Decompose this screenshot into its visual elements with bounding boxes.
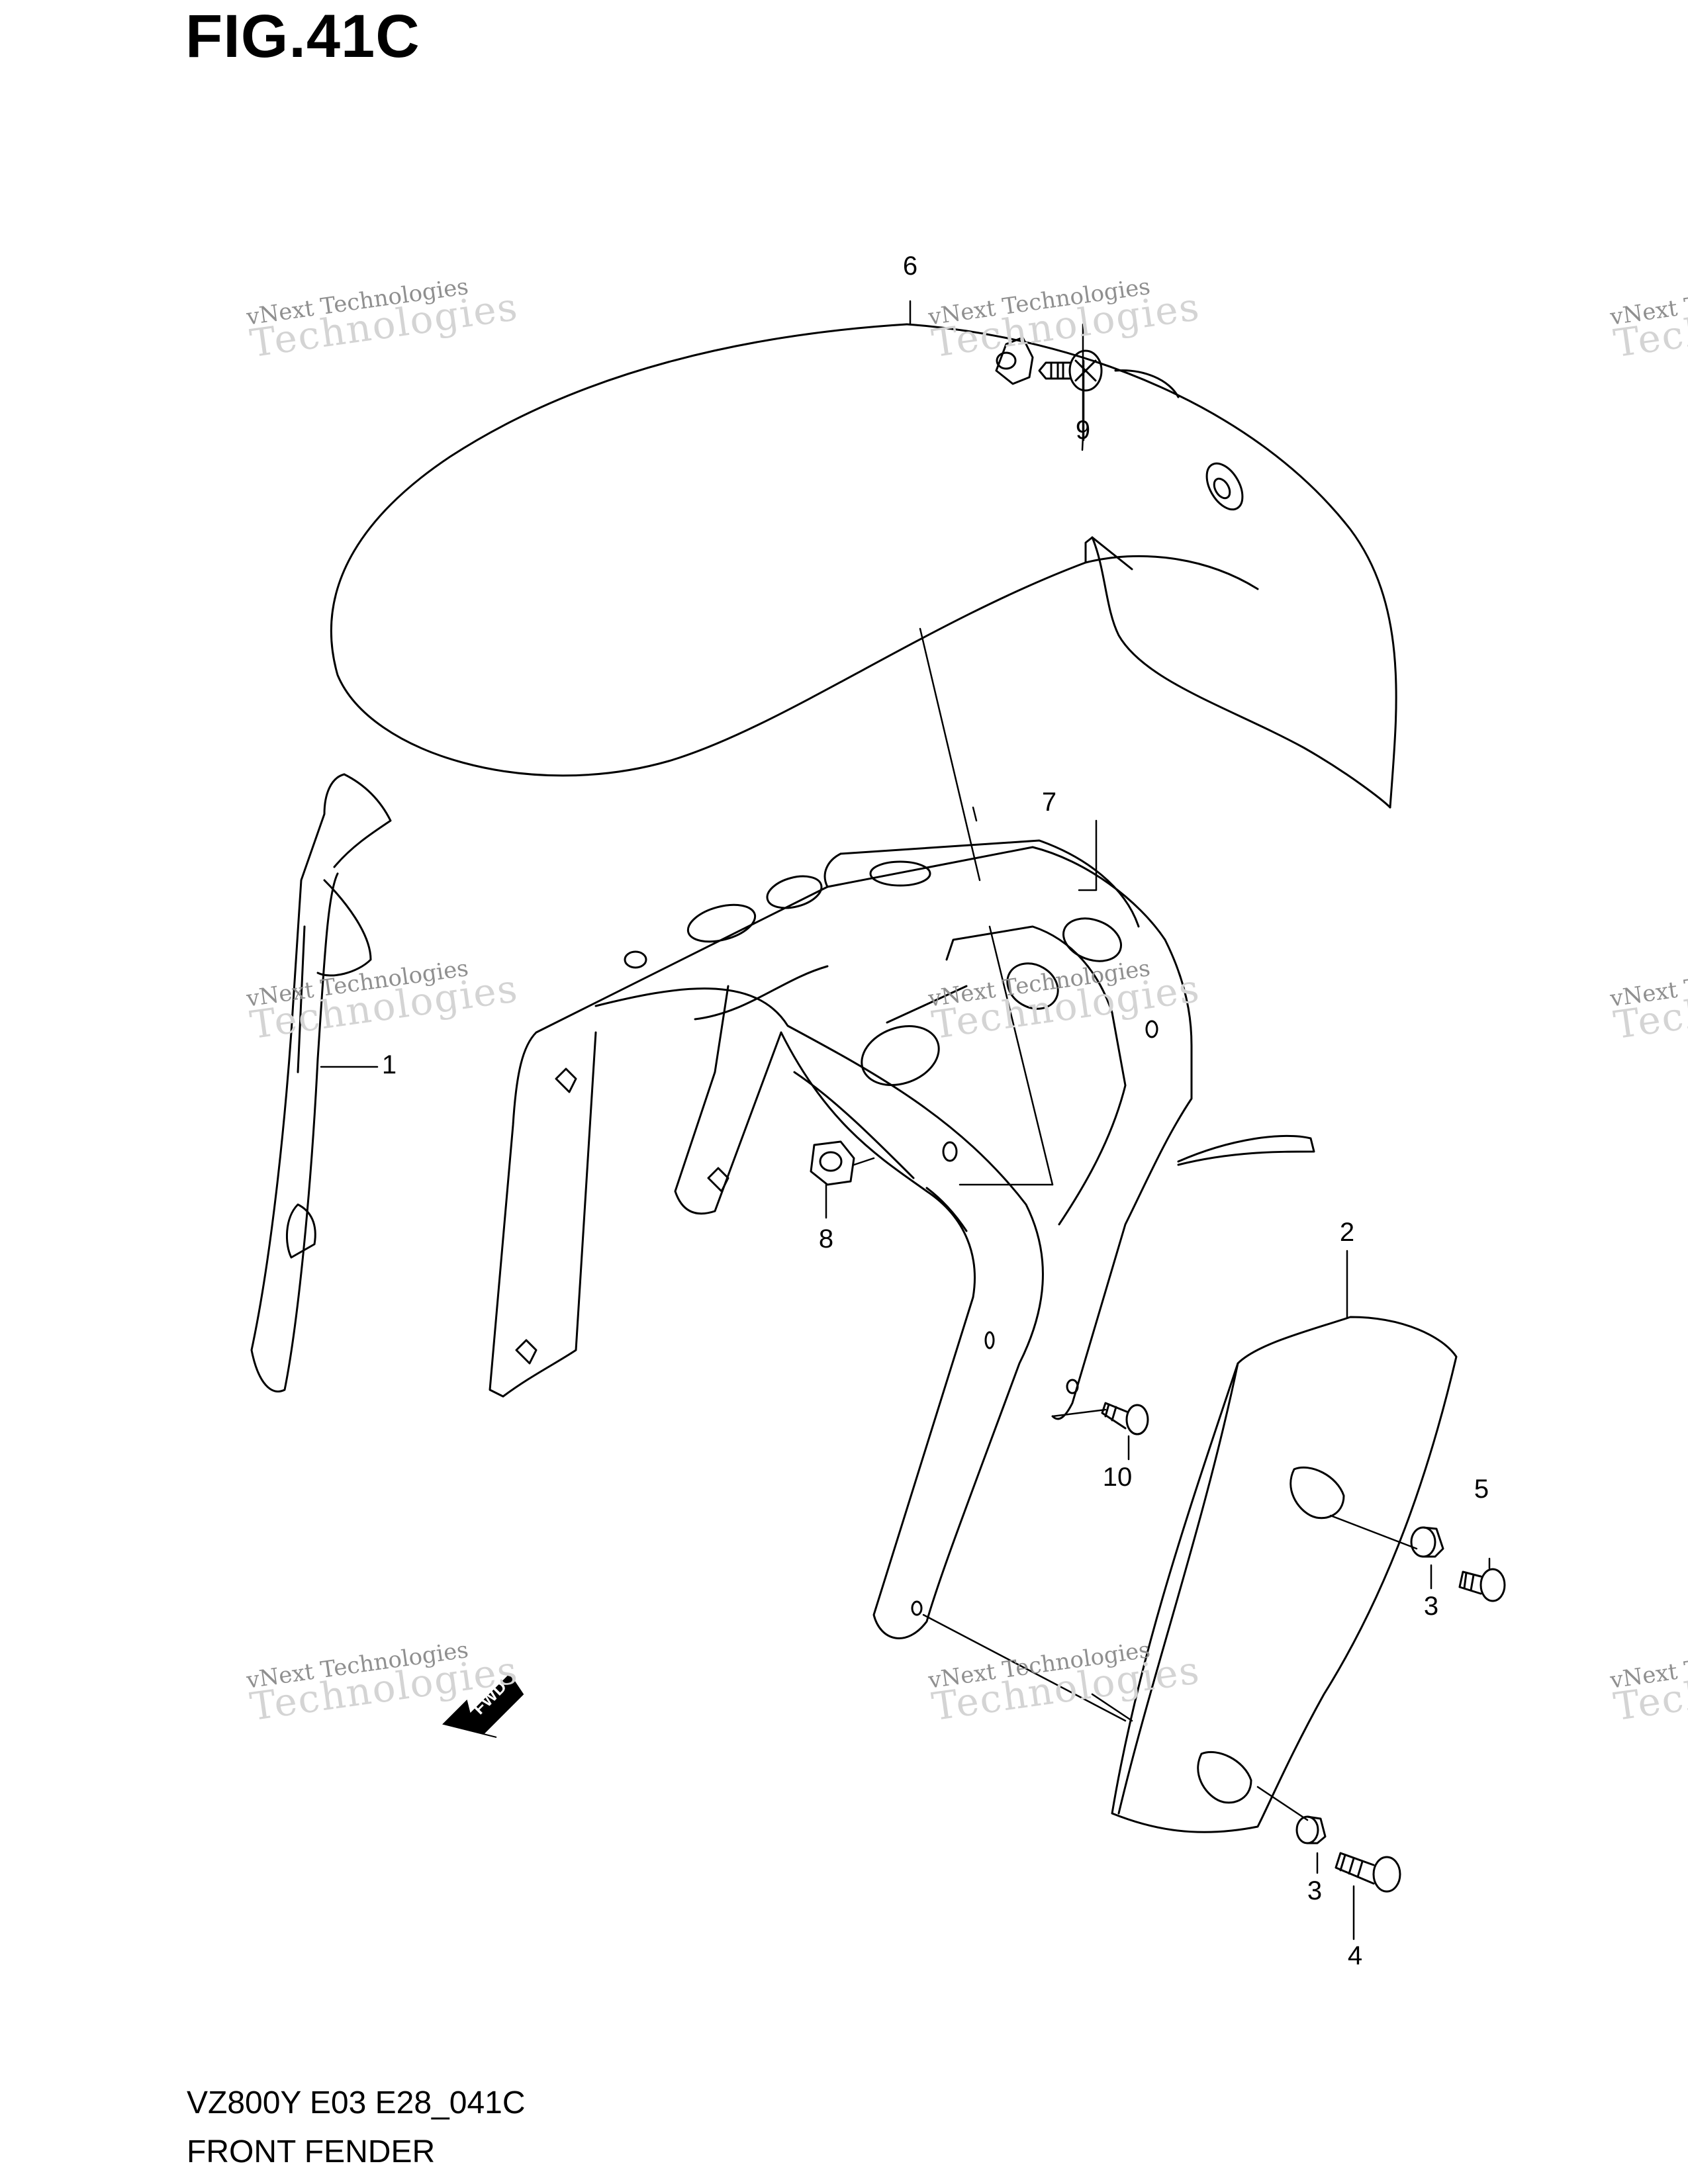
callout-7: 7 <box>1042 788 1056 817</box>
callout-6: 6 <box>903 251 917 281</box>
screw-part-10 <box>1101 1402 1149 1435</box>
callout-8: 8 <box>819 1224 833 1253</box>
callout-3-lower: 3 <box>1307 1876 1322 1905</box>
callout-9: 9 <box>1076 416 1090 445</box>
callout-1: 1 <box>382 1050 397 1079</box>
spacer-part-3-lower <box>1295 1815 1327 1844</box>
model-code-label: VZ800Y E03 E28_041C <box>187 2085 526 2120</box>
figure-title: FIG.41C <box>185 3 420 70</box>
screw-part-4 <box>1335 1852 1401 1893</box>
screw-part-5 <box>1458 1568 1506 1602</box>
forward-direction-arrow: FWD <box>442 1673 524 1738</box>
nut-part-8 <box>810 1140 855 1186</box>
callout-5: 5 <box>1474 1475 1489 1504</box>
callout-3-upper: 3 <box>1424 1592 1438 1621</box>
fender-brace-part <box>489 839 1315 1639</box>
leader-lines <box>320 300 1491 1940</box>
figure-name-label: FRONT FENDER <box>187 2134 436 2169</box>
right-cover-part <box>1111 1316 1458 1833</box>
left-cover-part <box>250 773 392 1392</box>
bolt-part-9 <box>995 336 1103 392</box>
spacer-part-3-upper <box>1410 1526 1444 1558</box>
callout-10: 10 <box>1103 1463 1133 1492</box>
callout-2: 2 <box>1340 1218 1354 1247</box>
front-fender-part <box>330 323 1397 809</box>
callout-4: 4 <box>1348 1941 1362 1970</box>
